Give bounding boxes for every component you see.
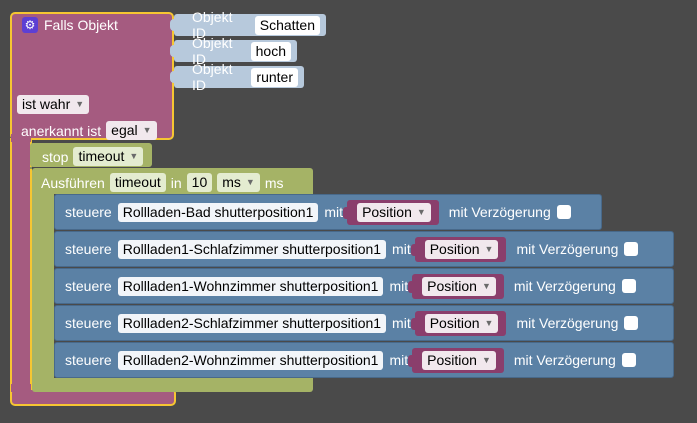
stop-dropdown[interactable]: timeout ▼	[73, 147, 144, 166]
object-id-value[interactable]: hoch	[250, 41, 291, 61]
delay-checkbox[interactable]	[556, 205, 571, 219]
control-verb: steuere	[65, 352, 112, 368]
control-mit-label: mit	[324, 204, 344, 220]
stop-value: timeout	[78, 148, 125, 164]
dropdown-arrow-icon: ▼	[484, 243, 494, 254]
control-verb: steuere	[65, 204, 112, 220]
delay-label: mit Verzögerung	[516, 315, 619, 331]
object-id-label: Objekt ID	[192, 9, 233, 41]
trigger-seam-bottom	[11, 384, 31, 392]
control-block-2[interactable]: steuere Rollladen1-Schlafzimmer shutterp…	[54, 231, 674, 267]
control-block-4[interactable]: steuere Rollladen2-Schlafzimmer shutterp…	[54, 305, 674, 341]
object-id-block-1[interactable]: Objekt ID Schatten	[170, 9, 326, 41]
value-block[interactable]: Position ▼	[410, 310, 507, 336]
object-id-block-2[interactable]: Objekt ID hoch	[170, 35, 297, 67]
unit-value: ms	[222, 174, 241, 190]
gear-icon[interactable]: ⚙	[22, 17, 38, 33]
control-mit-label: mit	[392, 315, 411, 331]
position-dropdown[interactable]: Position ▼	[424, 239, 499, 259]
trigger-block[interactable]	[10, 12, 174, 140]
position-value: Position	[429, 240, 480, 257]
dropdown-arrow-icon: ▼	[481, 354, 491, 365]
dropdown-arrow-icon: ▼	[245, 177, 255, 187]
object-id-value[interactable]: runter	[251, 67, 298, 87]
dropdown-arrow-icon: ▼	[129, 151, 139, 161]
unit-label: ms	[264, 174, 284, 191]
value-block[interactable]: Position ▼	[410, 236, 507, 262]
delay-checkbox[interactable]	[621, 353, 636, 367]
object-id-block-3[interactable]: Objekt ID runter	[170, 61, 304, 93]
delay-checkbox[interactable]	[621, 279, 636, 293]
position-value: Position	[427, 351, 477, 368]
exec-timeout-arm	[32, 192, 54, 382]
exec-value: timeout	[114, 174, 161, 190]
unit-dropdown[interactable]: ms ▼	[217, 173, 260, 192]
dropdown-arrow-icon: ▼	[75, 99, 85, 109]
position-value: Position	[429, 314, 480, 331]
control-state-field[interactable]: Rollladen1-Wohnzimmer shutterposition1	[117, 276, 384, 296]
control-verb: steuere	[65, 315, 112, 331]
dropdown-arrow-icon: ▼	[416, 206, 426, 217]
dropdown-arrow-icon: ▼	[142, 125, 152, 135]
trigger-header: ⚙ Falls Objekt	[22, 17, 118, 33]
object-id-label: Objekt ID	[192, 61, 233, 93]
in-label: in	[170, 174, 182, 191]
ack-value: egal	[111, 122, 138, 138]
trigger-seam-top	[11, 134, 31, 142]
control-state-field[interactable]: Rollladen2-Wohnzimmer shutterposition1	[117, 350, 384, 370]
object-id-value[interactable]: Schatten	[254, 15, 320, 35]
control-verb: steuere	[65, 278, 112, 294]
position-dropdown[interactable]: Position ▼	[422, 350, 496, 370]
exec-timeout-foot	[32, 378, 313, 392]
ack-dropdown[interactable]: egal ▼	[106, 121, 157, 140]
control-block-3[interactable]: steuere Rollladen1-Wohnzimmer shutterpos…	[54, 268, 674, 304]
delay-label: mit Verzögerung	[513, 352, 616, 368]
control-mit-label: mit	[392, 241, 411, 257]
stop-label: stop	[42, 148, 69, 165]
control-state-field[interactable]: Rollladen-Bad shutterposition1	[117, 202, 319, 222]
exec-row: Ausführen timeout in 10 ms ▼ ms	[41, 173, 284, 192]
control-verb: steuere	[65, 241, 112, 257]
position-dropdown[interactable]: Position ▼	[424, 313, 499, 333]
delay-checkbox[interactable]	[624, 316, 639, 330]
condition-row: ist wahr ▼	[17, 95, 90, 114]
value-block[interactable]: Position ▼	[343, 199, 439, 225]
ack-row: anerkannt ist egal ▼	[21, 121, 157, 140]
control-mit-label: mit	[389, 278, 409, 294]
seam	[30, 167, 32, 169]
position-value: Position	[362, 203, 412, 220]
dropdown-arrow-icon: ▼	[481, 280, 491, 291]
delay-input[interactable]: 10	[186, 173, 213, 192]
control-state-field[interactable]: Rollladen2-Schlafzimmer shutterposition1	[117, 313, 387, 333]
position-dropdown[interactable]: Position ▼	[422, 276, 496, 296]
delay-label: mit Verzögerung	[448, 204, 551, 220]
dropdown-arrow-icon: ▼	[484, 317, 494, 328]
trigger-title: Falls Objekt	[44, 17, 118, 33]
control-block-1[interactable]: steuere Rollladen-Bad shutterposition1 m…	[54, 194, 602, 230]
control-mit-label: mit	[389, 352, 409, 368]
delay-checkbox[interactable]	[624, 242, 639, 256]
value-block[interactable]: Position ▼	[408, 273, 504, 299]
delay-label: mit Verzögerung	[513, 278, 616, 294]
position-dropdown[interactable]: Position ▼	[357, 202, 431, 222]
stop-row: stop timeout ▼	[42, 147, 144, 166]
value-block[interactable]: Position ▼	[408, 347, 504, 373]
position-value: Position	[427, 277, 477, 294]
exec-name-field[interactable]: timeout	[109, 173, 166, 192]
delay-label: mit Verzögerung	[516, 241, 619, 257]
trigger-block-arm	[10, 138, 32, 398]
control-state-field[interactable]: Rollladen1-Schlafzimmer shutterposition1	[117, 239, 387, 259]
delay-value: 10	[191, 174, 208, 190]
condition-dropdown[interactable]: ist wahr ▼	[17, 95, 90, 114]
exec-timeout-block[interactable]	[32, 168, 313, 194]
ack-label: anerkannt ist	[21, 122, 102, 139]
exec-label: Ausführen	[41, 174, 105, 191]
object-id-label: Objekt ID	[192, 35, 233, 67]
control-block-5[interactable]: steuere Rollladen2-Wohnzimmer shutterpos…	[54, 342, 674, 378]
condition-value: ist wahr	[22, 96, 71, 112]
